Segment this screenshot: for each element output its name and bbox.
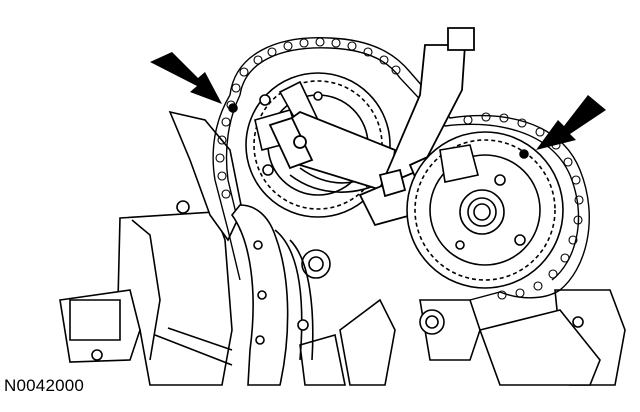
timing-chain [213, 38, 589, 300]
arrow-icon [150, 52, 222, 104]
chain-guide [232, 205, 313, 385]
arrow-icon [536, 95, 606, 150]
right-camshaft-sprocket [407, 132, 563, 288]
chain-links [216, 38, 583, 299]
figure-reference-code: N0042000 [4, 376, 85, 395]
